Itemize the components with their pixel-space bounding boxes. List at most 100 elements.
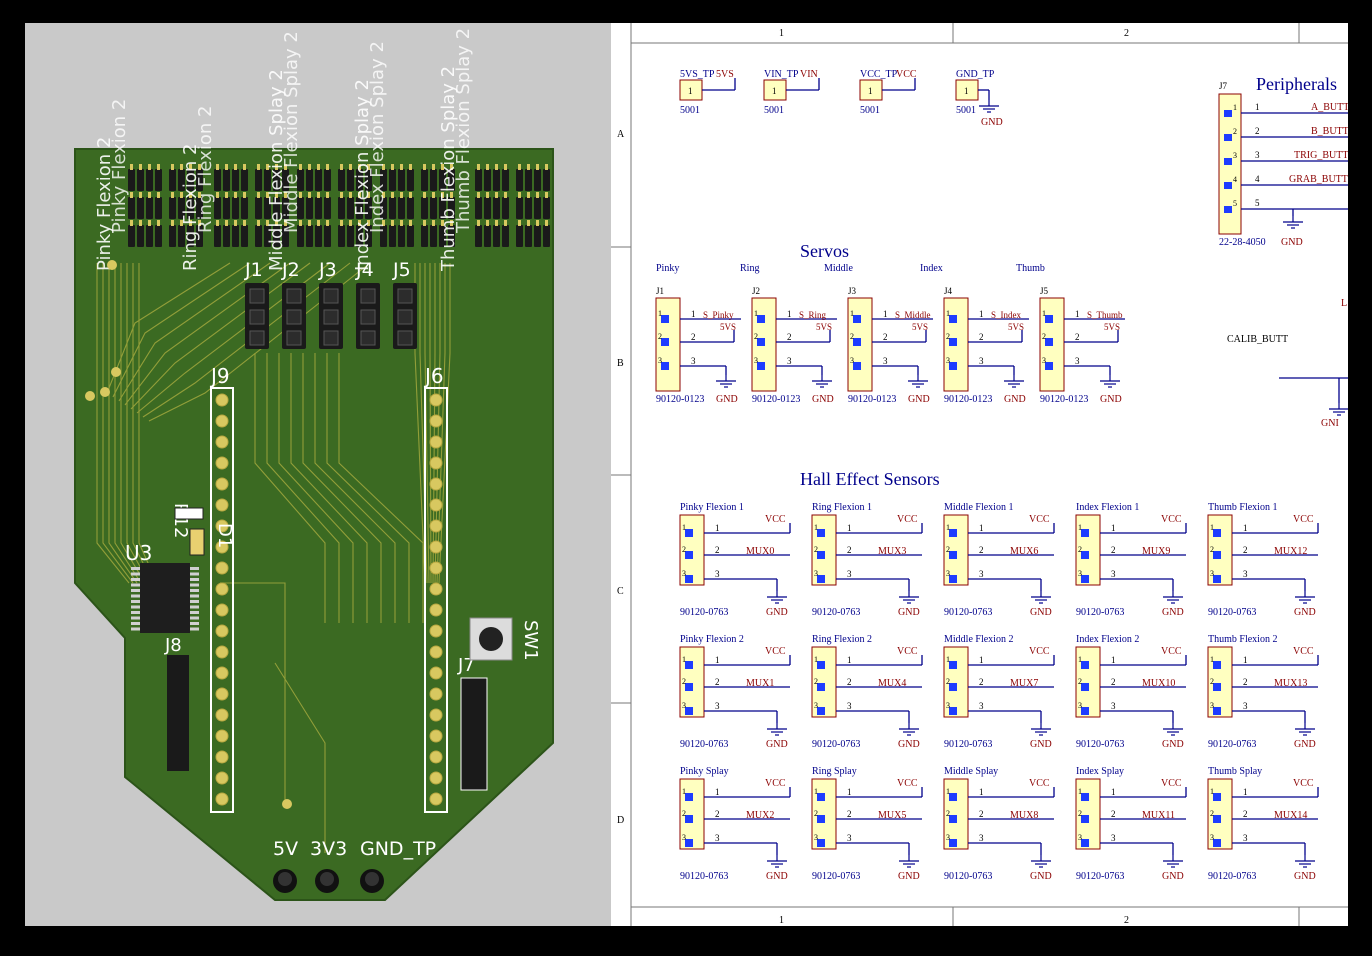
peripherals-pin-num: 5 xyxy=(1255,198,1260,208)
ground-symbol xyxy=(716,375,736,388)
header-pin xyxy=(171,192,174,198)
hall-part: 90120-0763 xyxy=(812,871,860,882)
hall-title: Hall Effect Sensors xyxy=(800,469,940,489)
hall-pin-pad xyxy=(685,661,693,669)
header-pin xyxy=(349,192,352,198)
ground-symbol xyxy=(1031,723,1051,736)
mcu-socket-pad xyxy=(429,414,443,428)
hall-part: 90120-0763 xyxy=(680,871,728,882)
header-pin-housing xyxy=(356,197,363,219)
ground-symbol xyxy=(1295,591,1315,604)
trace xyxy=(338,353,424,623)
header-pin-housing xyxy=(196,225,203,247)
servo-part: 90120-0123 xyxy=(848,394,896,405)
header-pin xyxy=(423,164,426,170)
trace xyxy=(290,353,368,623)
chip-pin xyxy=(190,605,199,609)
header-pin-housing xyxy=(178,197,185,219)
hall-sensor-label: Index Flexion 2 xyxy=(1076,634,1139,645)
header-pin xyxy=(349,220,352,226)
header-pin-housing xyxy=(380,197,387,219)
hall-pin-num: 1 xyxy=(814,655,818,664)
servo-pin-num: 1 xyxy=(883,309,888,319)
header-pin xyxy=(382,220,385,226)
hall-mux-net: MUX11 xyxy=(1142,810,1175,821)
hall-mux-net: MUX7 xyxy=(1010,678,1038,689)
header-pin-housing xyxy=(264,169,271,191)
hall-part: 90120-0763 xyxy=(1076,607,1124,618)
header-pin-housing xyxy=(365,169,372,191)
hall-sensor-label: Thumb Flexion 1 xyxy=(1208,502,1277,513)
hall-gnd: GND xyxy=(1294,607,1316,618)
test-point-pin: 1 xyxy=(964,86,969,96)
header-pin xyxy=(308,164,311,170)
servo-pin-num: 2 xyxy=(979,332,984,342)
test-point-pin xyxy=(278,872,292,886)
header-pin xyxy=(243,220,246,226)
mcu-socket-pad xyxy=(215,750,229,764)
header-pin xyxy=(367,192,370,198)
servo-part: 90120-0123 xyxy=(944,394,992,405)
header-pin xyxy=(432,164,435,170)
ground-symbol xyxy=(1283,216,1303,229)
header-pin-housing xyxy=(187,225,194,247)
test-point-name: VIN_TP xyxy=(764,69,799,80)
servo-header-pin xyxy=(249,288,265,304)
header-pin-housing xyxy=(255,225,262,247)
ground-symbol xyxy=(1163,855,1183,868)
peripherals-net: B_BUTT xyxy=(1311,126,1348,137)
servo-pin-num: 3 xyxy=(1042,356,1046,365)
peripherals-pin-num: 3 xyxy=(1233,151,1237,160)
hall-pin-pad xyxy=(685,575,693,583)
trace xyxy=(438,263,451,584)
mcu-socket-pad xyxy=(215,540,229,554)
header-pin-housing xyxy=(338,197,345,219)
hall-connector-body xyxy=(679,778,705,850)
servo-signal: S_Index xyxy=(991,310,1021,320)
header-pin-housing xyxy=(484,169,491,191)
servo-pin-num: 3 xyxy=(883,356,888,366)
header-pin xyxy=(358,220,361,226)
hall-pin-num: 3 xyxy=(946,701,950,710)
header-pin-housing xyxy=(380,169,387,191)
header-pin-housing xyxy=(214,225,221,247)
hall-pin-num: 1 xyxy=(682,787,686,796)
hall-gnd: GND xyxy=(1294,739,1316,750)
header-pin xyxy=(216,220,219,226)
hall-vcc: VCC xyxy=(765,778,786,789)
test-point-pin xyxy=(365,872,379,886)
test-point-label: 3V3 xyxy=(310,838,347,860)
hall-connector-body xyxy=(1207,646,1233,718)
hall-connector-body xyxy=(943,778,969,850)
top-header xyxy=(380,164,455,247)
header-pin-housing xyxy=(421,225,428,247)
header-pin xyxy=(180,192,183,198)
header-pin xyxy=(139,164,142,170)
ground-symbol xyxy=(1031,591,1051,604)
hall-sensor-label: Middle Splay xyxy=(944,766,998,777)
servo-header-pin xyxy=(360,288,376,304)
hall-pin-num: 2 xyxy=(847,809,852,819)
hall-part: 90120-0763 xyxy=(1208,739,1256,750)
header-pin-housing xyxy=(214,169,221,191)
servo-pin-pad xyxy=(853,362,861,370)
header-pin-housing xyxy=(525,225,532,247)
header-pin xyxy=(495,192,498,198)
header-pin-housing xyxy=(297,169,304,191)
header-pin xyxy=(486,192,489,198)
hall-pin-num: 1 xyxy=(1078,655,1082,664)
hall-pin-pad xyxy=(685,529,693,537)
hall-gnd: GND xyxy=(766,607,788,618)
mcu-socket-pad xyxy=(215,792,229,806)
hall-connector-body xyxy=(1207,514,1233,586)
servo-pin-num: 1 xyxy=(658,309,662,318)
peripherals-pin-num: 4 xyxy=(1255,174,1260,184)
switch-button xyxy=(479,627,503,651)
hall-pin-num: 3 xyxy=(979,569,984,579)
hall-part: 90120-0763 xyxy=(680,739,728,750)
